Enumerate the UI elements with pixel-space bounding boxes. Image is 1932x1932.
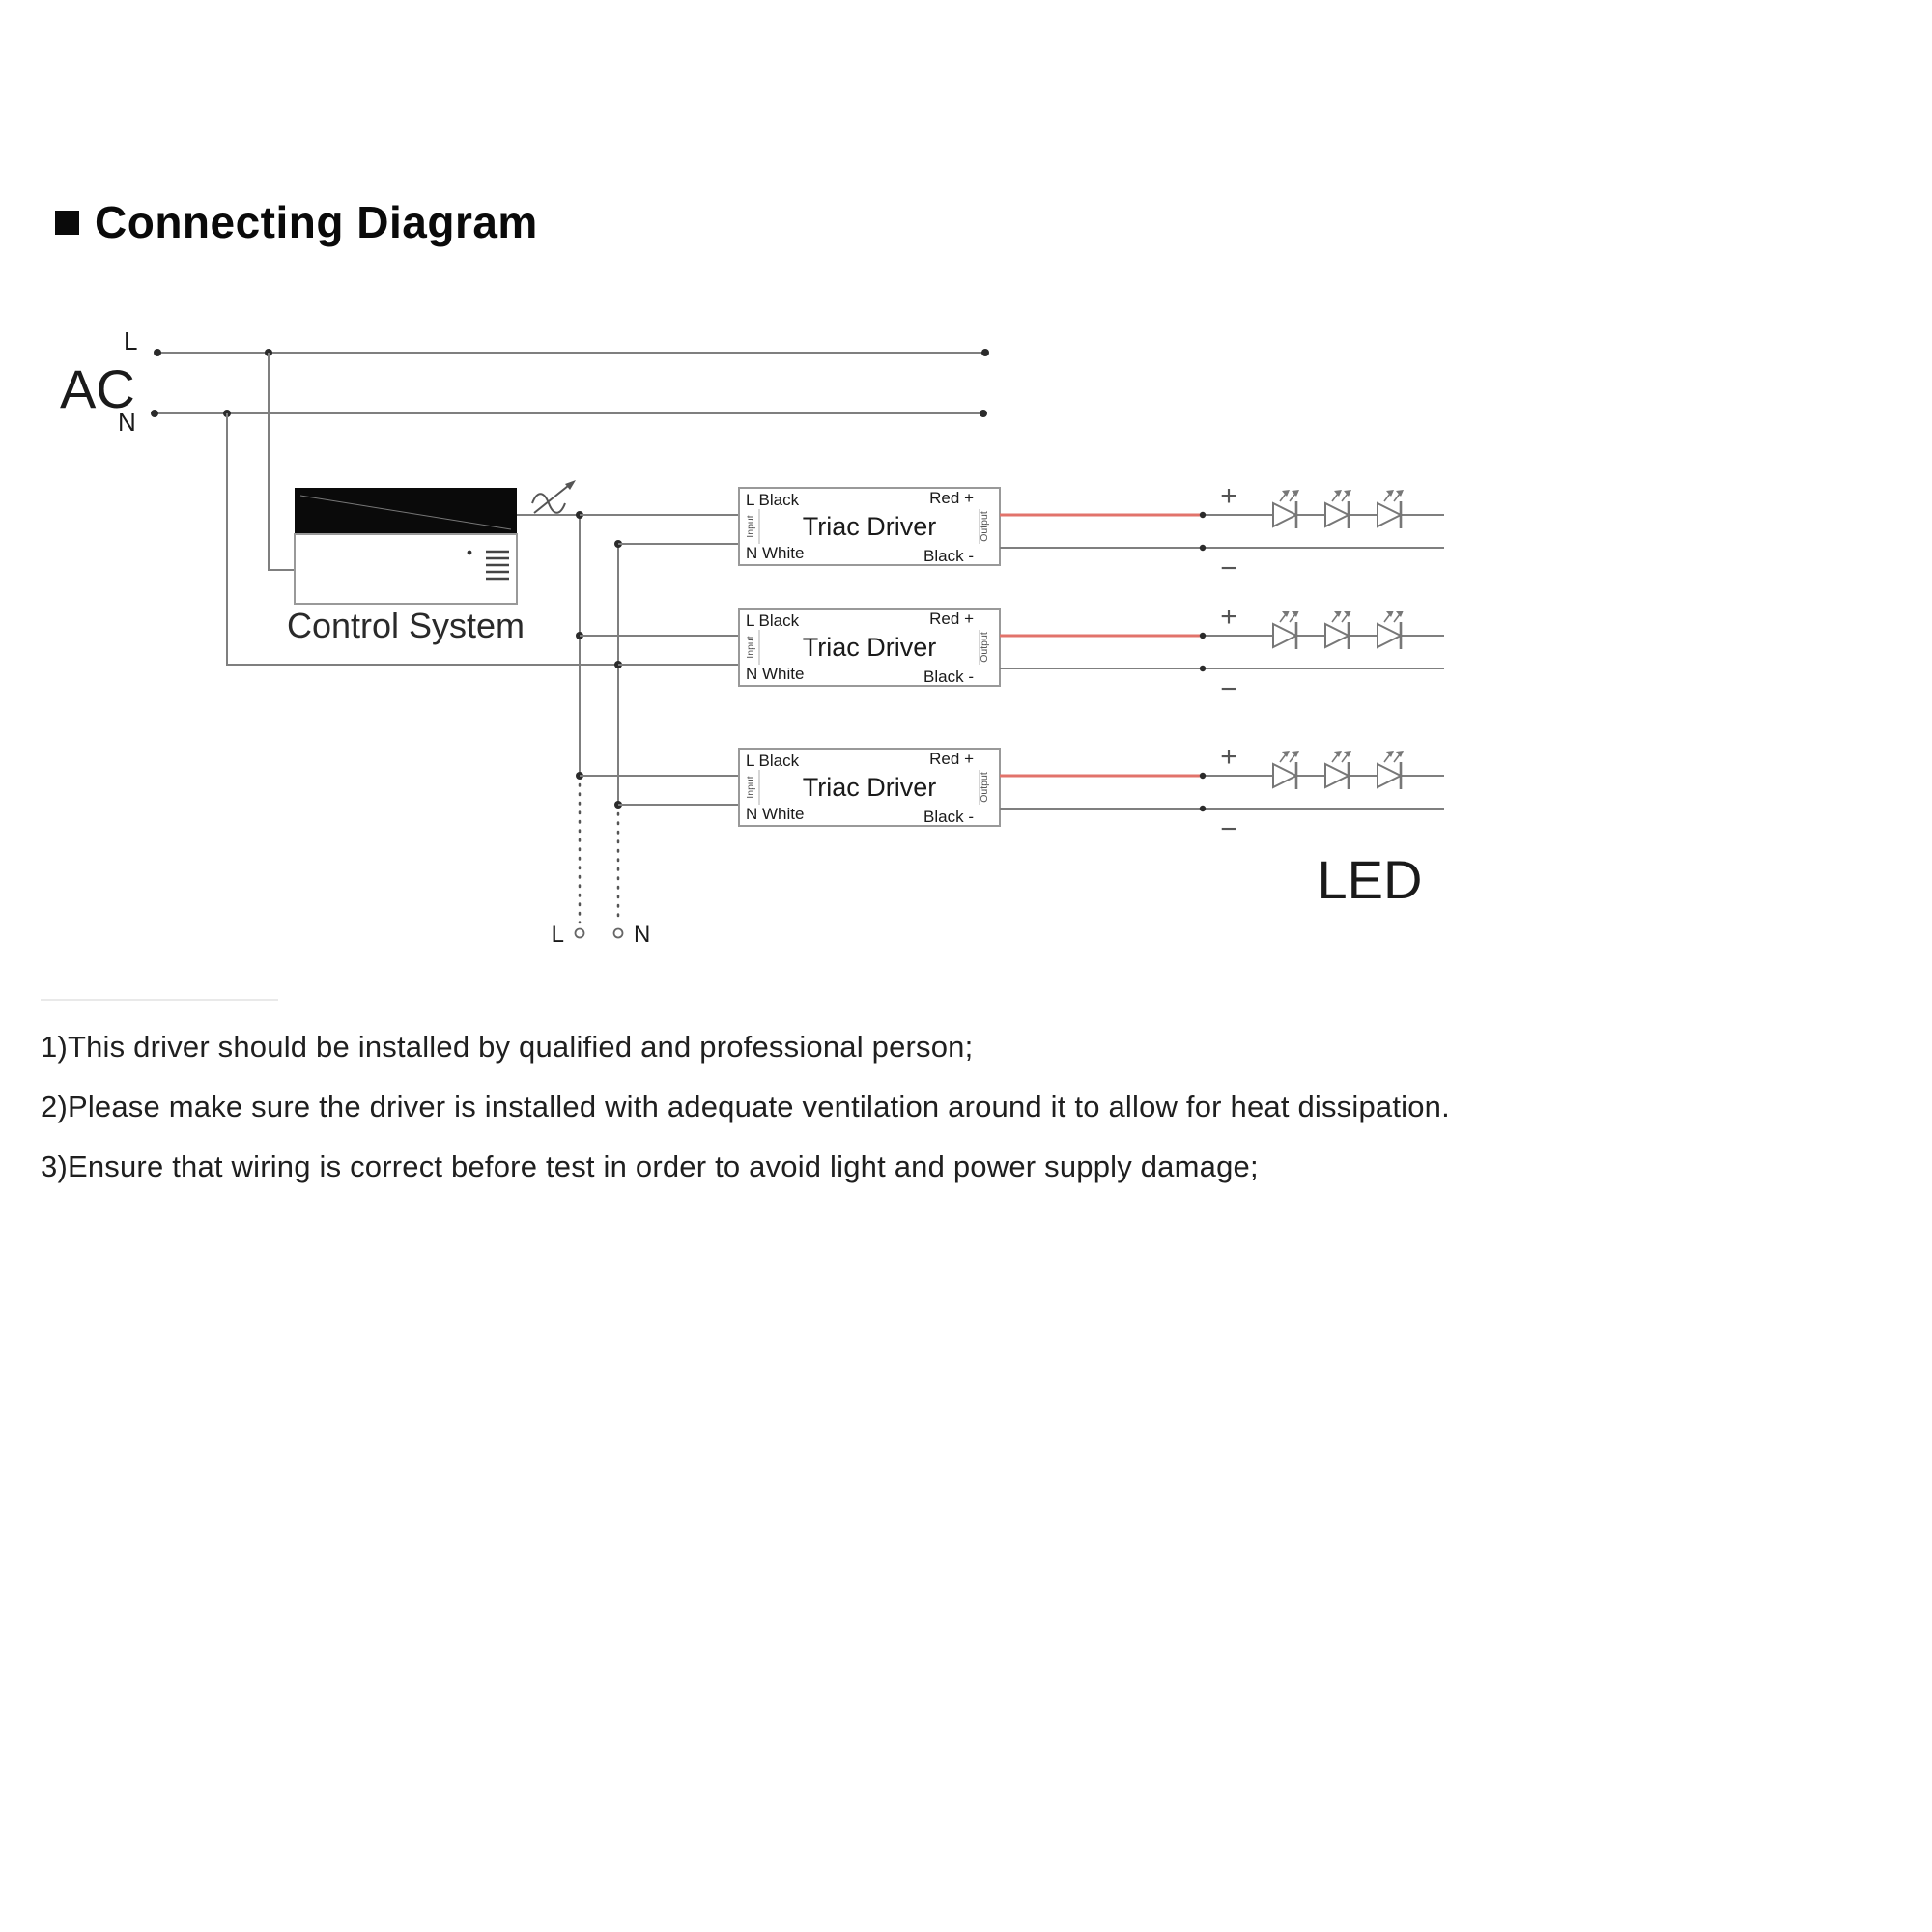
driver-box <box>738 487 1001 566</box>
triac-driver-1: L Black N White Input Triac Driver Red +… <box>580 487 1001 566</box>
notes-divider <box>41 999 278 1001</box>
ac-line-l-label: L <box>124 327 137 355</box>
vent-grille-icon <box>486 550 509 581</box>
led-string-1: + − <box>1000 480 1444 584</box>
minus-label: − <box>1220 813 1237 845</box>
minus-label: − <box>1220 553 1237 584</box>
control-system: Control System <box>287 488 525 645</box>
driver-red-terminal-label: Red + <box>929 610 974 628</box>
note-2: 2)Please make sure the driver is install… <box>41 1090 1450 1123</box>
note-1: 1)This driver should be installed by qua… <box>41 1030 974 1064</box>
bus-l-label: L <box>552 922 564 948</box>
driver-output-label: Output <box>979 632 990 663</box>
control-system-screen <box>295 488 517 534</box>
section-title: Connecting Diagram <box>55 196 538 248</box>
led-string-3: + − <box>1000 741 1444 845</box>
driver-black-terminal-label: Black - <box>923 808 974 826</box>
driver-red-terminal-label: Red + <box>929 750 974 768</box>
triac-driver-2: L Black N White Input Triac Driver Red +… <box>580 608 1001 687</box>
led-diode-icon <box>1265 488 1304 530</box>
driver-output-label: Output <box>979 511 990 542</box>
ac-line-n-label: N <box>118 408 136 437</box>
driver-l-terminal-label: L Black <box>746 752 800 770</box>
triac-driver-3: L Black N White Input Triac Driver Red +… <box>580 748 1001 827</box>
led-string-2: + − <box>1000 601 1444 705</box>
led-diode-icon <box>1370 749 1408 791</box>
led-label: LED <box>1318 849 1423 910</box>
bus-n-label: N <box>634 922 650 948</box>
driver-n-terminal-label: N White <box>746 544 804 562</box>
led-diode-icon <box>1318 609 1356 651</box>
plus-label: + <box>1220 480 1237 512</box>
installation-notes: 1)This driver should be installed by qua… <box>41 999 1876 1209</box>
driver-input-label: Input <box>745 776 756 798</box>
driver-input-label: Input <box>745 636 756 658</box>
led-diode-icon <box>1370 609 1408 651</box>
driver-title: Triac Driver <box>803 633 937 662</box>
minus-label: − <box>1220 673 1237 705</box>
led-diode-icon <box>1265 749 1304 791</box>
wire-buses: L N <box>552 511 650 948</box>
neutral-feed-wire <box>226 413 618 666</box>
control-system-label: Control System <box>287 606 525 645</box>
driver-box <box>738 608 1001 687</box>
driver-box <box>738 748 1001 827</box>
power-rails <box>151 349 989 666</box>
dimmer-output <box>517 480 580 516</box>
led-diode-icon <box>1265 609 1304 651</box>
title-bullet-square-icon <box>55 210 79 235</box>
ac-label: AC <box>60 358 135 419</box>
driver-black-terminal-label: Black - <box>923 668 974 686</box>
driver-black-terminal-label: Black - <box>923 547 974 565</box>
led-diode-icon <box>1318 749 1356 791</box>
n-terminal-circle <box>612 927 624 939</box>
plus-label: + <box>1220 741 1237 773</box>
driver-title: Triac Driver <box>803 773 937 802</box>
driver-input-label: Input <box>745 515 756 537</box>
note-3: 3)Ensure that wiring is correct before t… <box>41 1150 1259 1183</box>
l-terminal-circle <box>574 927 585 939</box>
led-diode-icon <box>1370 488 1408 530</box>
phase-dimmer-icon <box>531 480 576 514</box>
live-feed-wire <box>268 353 295 571</box>
control-system-body <box>294 533 518 605</box>
driver-output-label: Output <box>979 772 990 803</box>
indicator-dot-icon <box>467 550 472 555</box>
driver-l-terminal-label: L Black <box>746 491 800 509</box>
driver-red-terminal-label: Red + <box>929 489 974 507</box>
ac-source: AC L N <box>60 327 137 437</box>
page-title: Connecting Diagram <box>95 197 538 247</box>
driver-n-terminal-label: N White <box>746 665 804 683</box>
driver-title: Triac Driver <box>803 512 937 541</box>
plus-label: + <box>1220 601 1237 633</box>
led-diode-icon <box>1318 488 1356 530</box>
driver-n-terminal-label: N White <box>746 805 804 823</box>
driver-l-terminal-label: L Black <box>746 611 800 630</box>
